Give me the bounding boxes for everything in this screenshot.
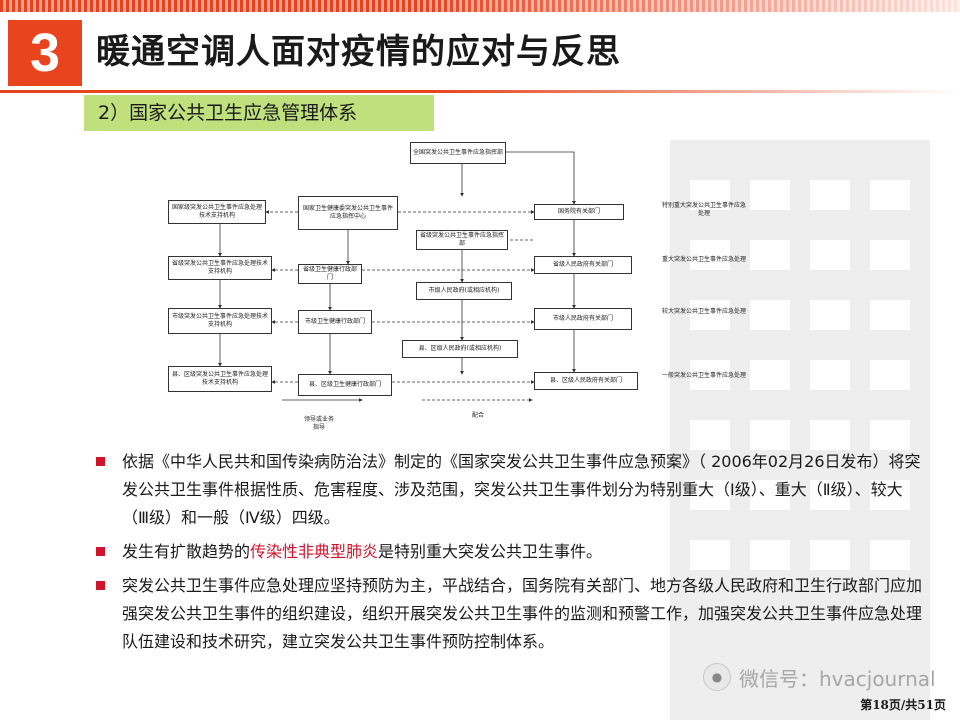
node-municipal-tech-support: 市级突发公共卫生事件应急处理技术支持机构 [168, 308, 272, 334]
node-municipal-gov-departments: 市级人民政府有关部门 [534, 308, 632, 330]
watermark-text: 微信号：hvacjournal [739, 666, 936, 691]
node-municipal-gov: 市级人民政府(或相应机构) [416, 282, 512, 300]
node-provincial-health-dept: 省级卫生健康行政部门 [298, 264, 362, 284]
node-provincial-command: 省级突发公共卫生事件应急指挥部 [416, 230, 508, 250]
bullet-square-icon [96, 547, 105, 556]
bullet-square-icon [96, 457, 105, 466]
bullet-list: 依据《中华人民共和国传染病防治法》制定的《国家突发公共卫生事件应急预案》（ 20… [94, 448, 924, 662]
node-state-council-departments: 国务院有关部门 [534, 204, 624, 220]
bullet-item: 发生有扩散趋势的传染性非典型肺炎是特别重大突发公共卫生事件。 [94, 538, 924, 566]
node-county-health-dept: 县、区级卫生健康行政部门 [298, 374, 392, 396]
node-county-gov: 县、区级人民政府(或相应机构) [402, 340, 518, 358]
page-title: 暖通空调人面对疫情的应对与反思 [96, 32, 621, 72]
node-county-tech-support: 县、区级突发公共卫生事件应急处理技术支持机构 [168, 366, 272, 392]
node-national-command: 全国突发公共卫生事件应急指挥部 [410, 142, 506, 164]
title-underline [0, 90, 960, 93]
legend-solid-label: 领导或业务指导 [303, 416, 334, 431]
org-chart-diagram: 全国突发公共卫生事件应急指挥部 国家卫生健康委突发公共卫生事件应急指挥中心 国家… [162, 140, 762, 436]
wechat-logo-icon: ● [703, 663, 731, 691]
bullet-text-prefix: 发生有扩散趋势的 [122, 542, 251, 561]
bullet-text: 依据《中华人民共和国传染病防治法》制定的《国家突发公共卫生事件应急预案》（ 20… [122, 452, 921, 527]
bullet-item: 突发公共卫生事件应急处理应坚持预防为主，平战结合，国务院有关部门、地方各级人民政… [94, 572, 924, 656]
node-provincial-tech-support: 省级突发公共卫生事件应急处理技术支持机构 [168, 256, 272, 280]
bullet-highlight: 传染性非典型肺炎 [250, 542, 379, 561]
level-label-3: 较大突发公共卫生事件应急处理 [662, 308, 747, 315]
node-municipal-health-dept: 市级卫生健康行政部门 [298, 310, 372, 334]
wechat-watermark: ● 微信号：hvacjournal [703, 660, 943, 694]
node-provincial-gov-departments: 省级人民政府有关部门 [534, 256, 632, 274]
top-decor-fade [420, 0, 960, 12]
level-label-4: 一般突发公共卫生事件应急处理 [662, 372, 747, 379]
bullet-text-suffix: 是特别重大突发公共卫生事件。 [378, 542, 603, 561]
level-label-2: 重大突发公共卫生事件应急处理 [662, 256, 747, 263]
bullet-text: 突发公共卫生事件应急处理应坚持预防为主，平战结合，国务院有关部门、地方各级人民政… [122, 576, 923, 651]
section-number: 3 [8, 20, 82, 86]
legend-dashed-label: 配合 [471, 412, 484, 419]
section-subtitle: 2）国家公共卫生应急管理体系 [84, 95, 434, 131]
building-background-image [670, 140, 930, 720]
node-nhc-command-center: 国家卫生健康委突发公共卫生事件应急指挥中心 [298, 196, 398, 230]
bullet-square-icon [96, 581, 105, 590]
bullet-item: 依据《中华人民共和国传染病防治法》制定的《国家突发公共卫生事件应急预案》（ 20… [94, 448, 924, 532]
node-national-tech-support: 国家级突发公共卫生事件应急处理技术支持机构 [168, 200, 266, 224]
page-number: 第18页/共51页 [860, 698, 946, 712]
level-label-1: 特别重大突发公共卫生事件应急处理 [662, 202, 747, 217]
node-county-gov-departments: 县、区级人民政府有关部门 [534, 372, 638, 390]
org-chart-connectors [218, 151, 576, 402]
